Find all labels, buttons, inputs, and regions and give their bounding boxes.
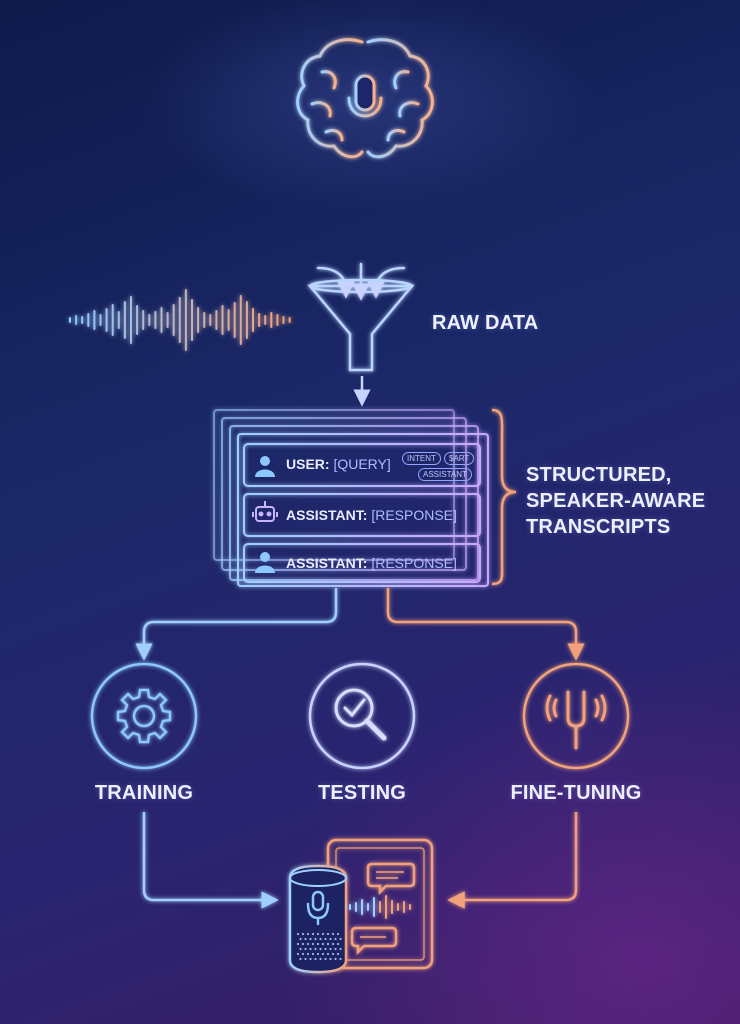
speaker-grille-dot (301, 932, 305, 936)
speaker-grille-dot (326, 932, 330, 936)
speaker-grille-dot (319, 937, 322, 941)
row-user-content: [QUERY] (333, 456, 391, 472)
speaker-grille-dot (321, 932, 325, 936)
speaker-grille-dot (296, 942, 300, 946)
fine-tuning-label: FINE-TUNING (510, 782, 642, 804)
speaker-grille-dot (316, 932, 320, 936)
speaker-grille-dot (306, 942, 310, 946)
assistant-tag: ASSISTANT (418, 468, 472, 481)
tuning-fork-icon (545, 690, 607, 750)
speaker-grille-dot (336, 952, 340, 956)
magnifier-check-icon (334, 688, 387, 741)
structured-label-line-1: STRUCTURED, (526, 464, 672, 486)
speaker-grille-dot (339, 957, 342, 961)
arrow-fine-tuning-to-devices (447, 812, 578, 909)
speaker-grille-dot (329, 947, 332, 951)
speaker-grille-dot (311, 932, 315, 936)
row-assistant-1-speaker: ASSISTANT: (286, 507, 368, 523)
speaker-grille-dot (329, 937, 332, 941)
arrow-training-to-devices (142, 812, 279, 909)
speaker-grille-dot (301, 942, 305, 946)
speaker-grille-dot (306, 952, 310, 956)
speaker-grille-dot (331, 942, 335, 946)
transcript-rows (243, 443, 481, 583)
row-assistant-2-content: [RESPONSE] (371, 555, 457, 571)
speaker-grille-dot (324, 947, 327, 951)
sound-wave-icon (69, 289, 291, 351)
training-circle (90, 662, 198, 770)
row-assistant-2: ASSISTANT: [RESPONSE] (286, 555, 457, 571)
speaker-grille-dot (309, 947, 312, 951)
speaker-grille-dot (319, 947, 322, 951)
row-assistant-1: ASSISTANT: [RESPONSE] (286, 507, 457, 523)
speaker-grille-dot (304, 937, 307, 941)
speaker-grille-dot (306, 932, 310, 936)
gear-icon (116, 688, 172, 744)
speaker-grille-dot (336, 932, 340, 936)
speaker-grille-dot (331, 932, 335, 936)
speaker-grille-dot (331, 952, 335, 956)
speaker-grille-dot (309, 937, 312, 941)
row-user-speaker: USER: (286, 456, 330, 472)
speaker-grille-dot (324, 937, 327, 941)
user-icon (255, 456, 275, 477)
row-user: USER: [QUERY] (286, 456, 391, 472)
speaker-grille-dot (296, 952, 300, 956)
speaker-grille-dot (299, 957, 302, 961)
speaker-grille-dot (319, 957, 322, 961)
speaker-grille-dot (296, 932, 300, 936)
intent-tag: INTENT (402, 452, 441, 465)
speaker-grille-dot (304, 957, 307, 961)
speaker-grille-dot (324, 957, 327, 961)
row-assistant-2-speaker: ASSISTANT: (286, 555, 368, 571)
smart-speaker-icon (288, 864, 348, 974)
speaker-grille-dot (334, 957, 337, 961)
structured-label-line-3: TRANSCRIPTS (526, 516, 671, 538)
speaker-grille-dot (326, 942, 330, 946)
mini-sound-wave-icon (349, 895, 411, 919)
speaker-grille-dot (314, 937, 317, 941)
arrow-to-fine-tuning (386, 588, 585, 661)
speaker-grille-dot (311, 942, 315, 946)
brain-microphone-icon (296, 38, 434, 159)
row-user-box (243, 443, 481, 487)
speaker-grille-dot (336, 942, 340, 946)
arrow-to-training (135, 588, 338, 661)
structured-transcripts-label: STRUCTURED, SPEAKER-AWARE TRANSCRIPTS (526, 462, 705, 540)
art-tag: $ART (444, 452, 475, 465)
speaker-grille-dot (334, 947, 337, 951)
testing-circle (308, 662, 416, 770)
row-assistant-1-content: [RESPONSE] (371, 507, 457, 523)
structured-label-line-2: SPEAKER-AWARE (526, 490, 706, 512)
row-assistant-box-1 (243, 493, 481, 537)
row-assistant-box-2 (243, 543, 481, 583)
fine-tuning-circle (522, 662, 630, 770)
robot-icon (252, 501, 278, 522)
speaker-grille-dot (314, 957, 317, 961)
raw-data-label: RAW DATA (432, 312, 539, 334)
user-icon (255, 552, 275, 573)
speaker-grille-dot (299, 937, 302, 941)
speaker-grille-dot (304, 947, 307, 951)
speaker-grille-dot (326, 952, 330, 956)
brace (491, 408, 517, 586)
funnel-icon (307, 262, 415, 372)
speaker-grille-dot (339, 947, 342, 951)
speaker-grille-dot (316, 942, 320, 946)
speaker-grille-dot (321, 942, 325, 946)
speaker-grille-dot (334, 937, 337, 941)
testing-label: TESTING (317, 782, 407, 804)
speaker-grille-dot (321, 952, 325, 956)
speaker-grille-dot (316, 952, 320, 956)
speaker-grille-dot (309, 957, 312, 961)
speaker-grille-dot (339, 937, 342, 941)
speaker-grille-dot (329, 957, 332, 961)
speaker-grille-dot (301, 952, 305, 956)
transcript-stack (213, 409, 489, 587)
training-label: TRAINING (94, 782, 194, 804)
speaker-grille-dot (299, 947, 302, 951)
speaker-grille-dot (311, 952, 315, 956)
speaker-grille-dot (314, 947, 317, 951)
